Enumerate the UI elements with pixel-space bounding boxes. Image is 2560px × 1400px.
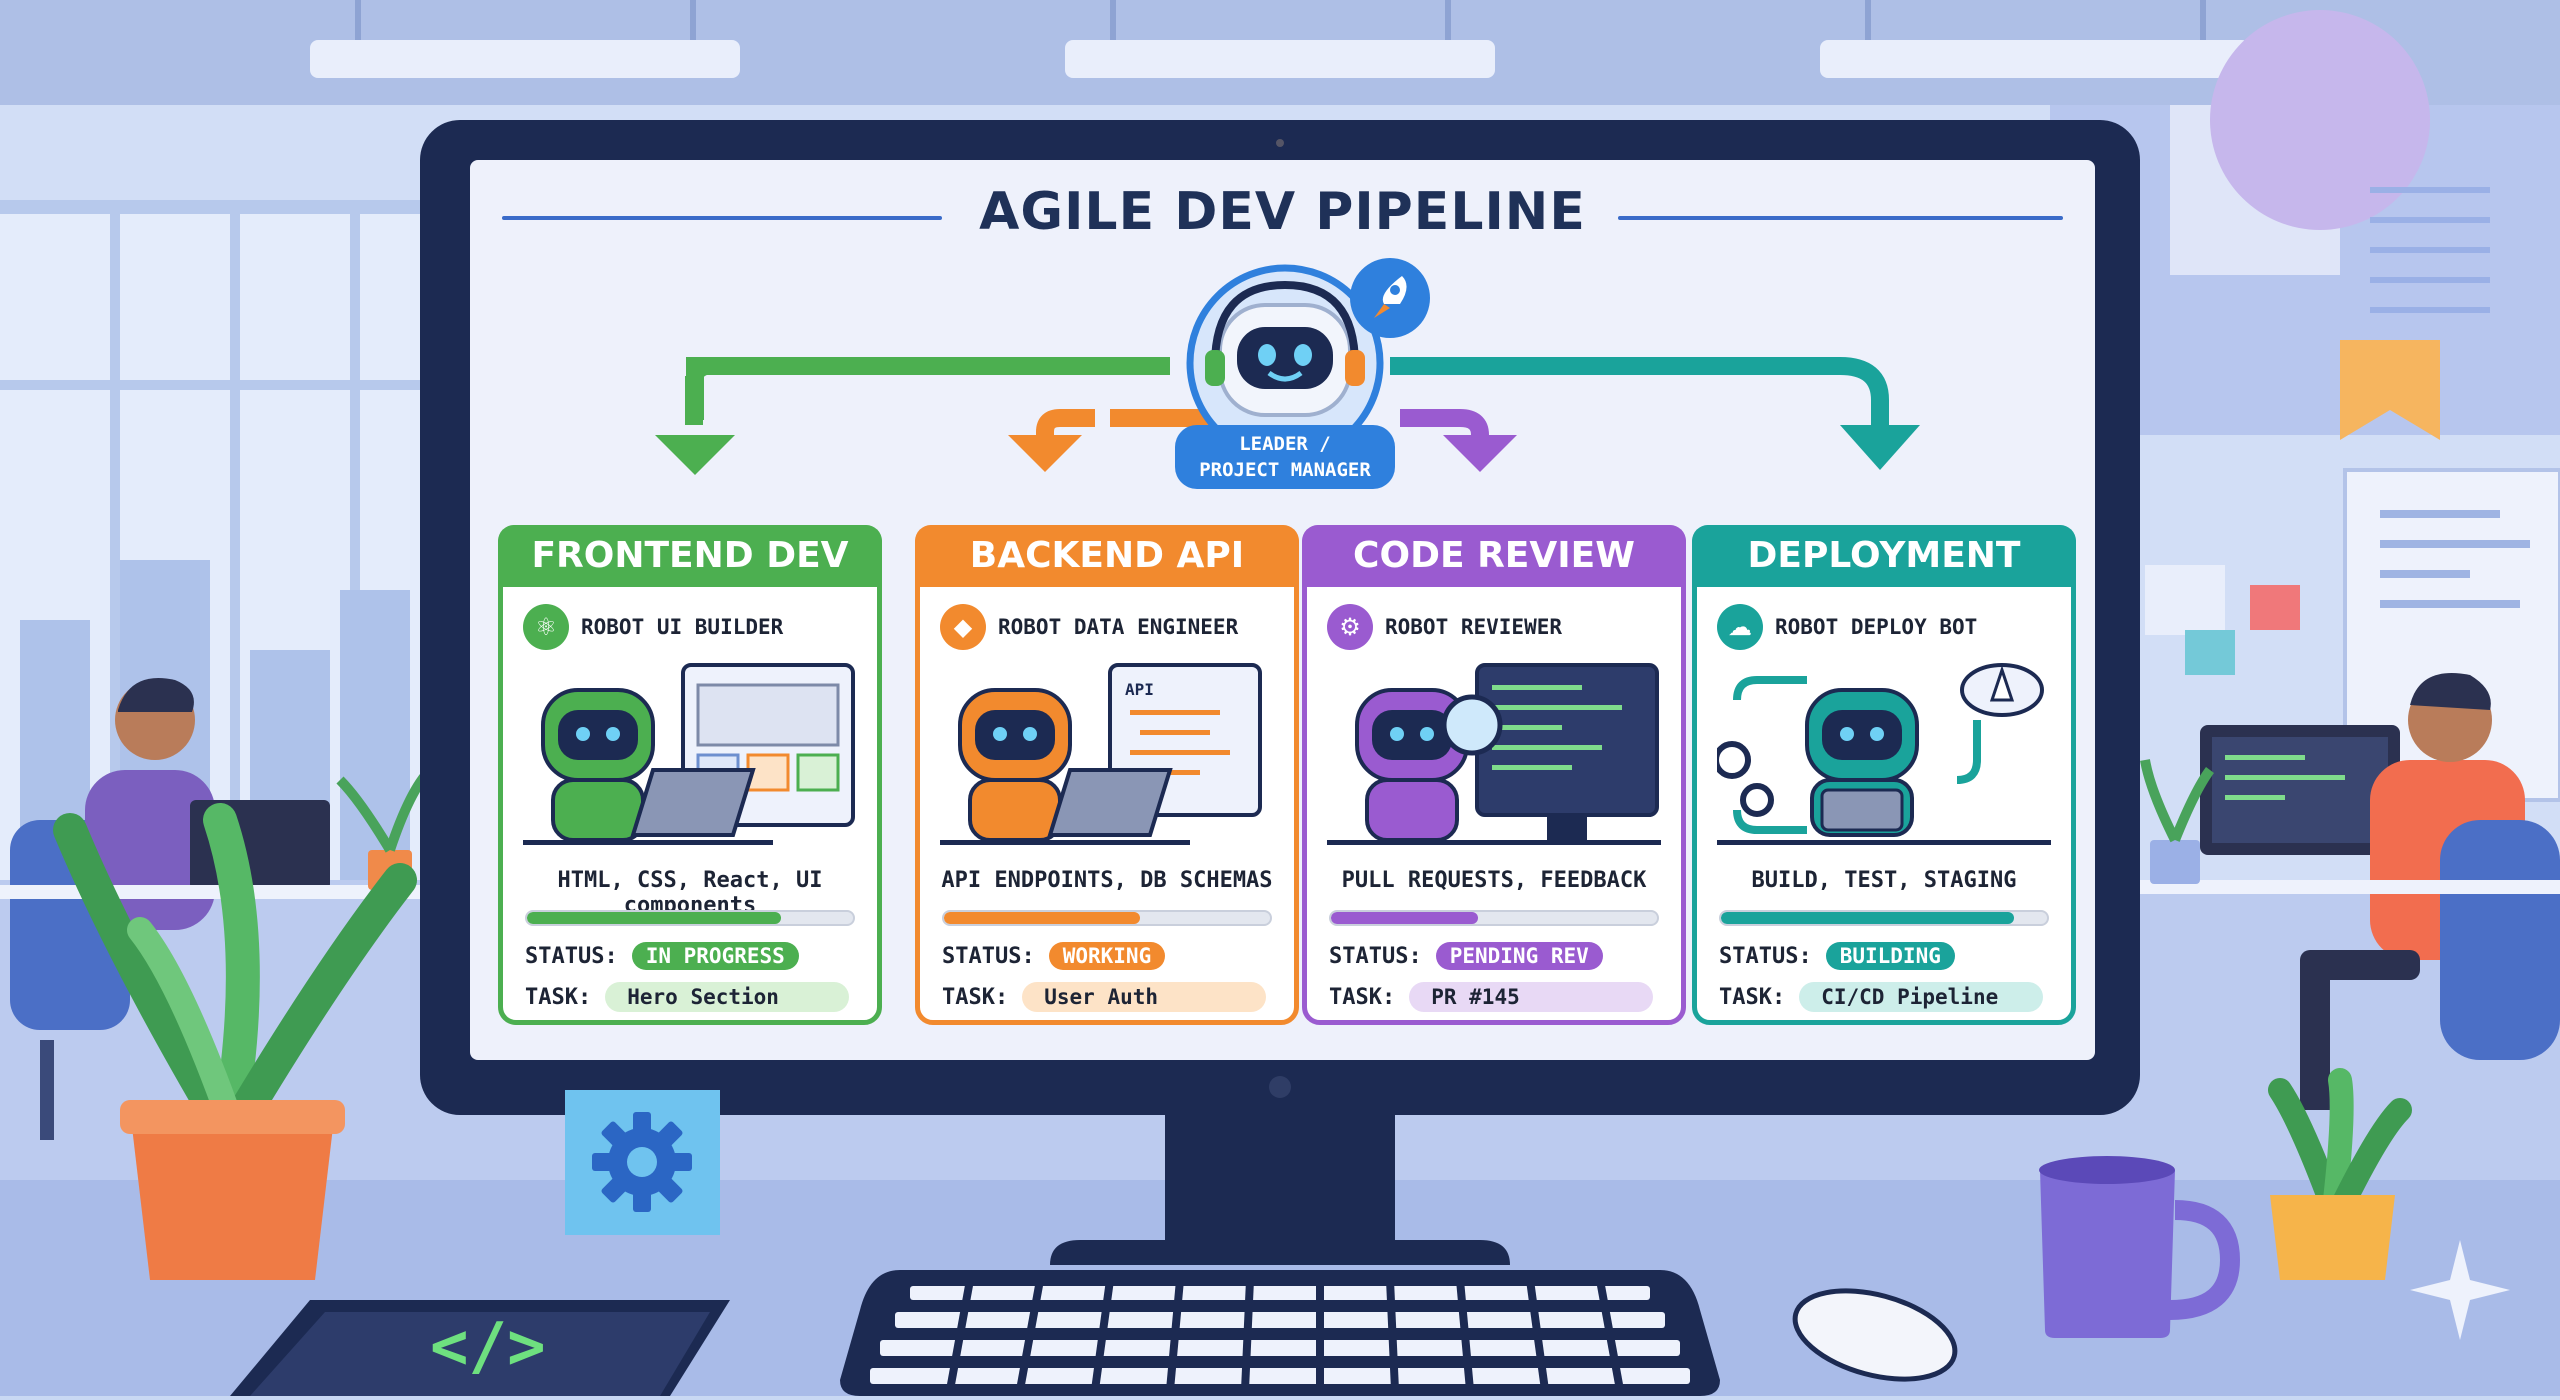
react-icon: ⚛ bbox=[523, 604, 569, 650]
progress-bar bbox=[525, 910, 855, 926]
gear-icon: ⚙ bbox=[1327, 604, 1373, 650]
task-label: TASK: bbox=[1329, 984, 1396, 1010]
status-badge: IN PROGRESS bbox=[631, 942, 799, 970]
task-pill: CI/CD Pipeline bbox=[1799, 982, 2044, 1012]
task-pill: Hero Section bbox=[605, 982, 850, 1012]
status-badge: BUILDING bbox=[1825, 942, 1955, 970]
card-description: BUILD, TEST, STAGING bbox=[1751, 868, 2017, 893]
potted-plant bbox=[53, 803, 417, 1280]
python-icon: ◆ bbox=[940, 604, 986, 650]
title-rule-right bbox=[1618, 216, 2063, 220]
role-label: ROBOT UI BUILDER bbox=[581, 615, 784, 639]
card-title: FRONTEND DEV bbox=[498, 525, 882, 587]
settings-sticky-note bbox=[565, 1090, 720, 1235]
task-label: TASK: bbox=[525, 984, 592, 1010]
progress-bar bbox=[942, 910, 1272, 926]
keyboard[interactable] bbox=[840, 1270, 1720, 1396]
ui-builder-robot-illustration bbox=[523, 663, 855, 845]
progress-fill bbox=[1721, 912, 2015, 924]
deploy-robot-illustration bbox=[1717, 663, 2051, 845]
coffee-mug bbox=[2039, 1156, 2241, 1338]
task-label: TASK: bbox=[942, 984, 1009, 1010]
task-pill: User Auth bbox=[1022, 982, 1267, 1012]
status-badge: PENDING REV bbox=[1435, 942, 1603, 970]
right-person bbox=[2200, 673, 2560, 1110]
card-frontend-dev[interactable]: FRONTEND DEV ⚛ ROBOT UI BUILDER HTML, CS… bbox=[498, 525, 882, 1025]
role-label: ROBOT DATA ENGINEER bbox=[998, 615, 1239, 639]
card-deployment[interactable]: DEPLOYMENT ☁ ROBOT DEPLOY BOT BUILD, TES… bbox=[1692, 525, 2076, 1025]
leader-label-line2: PROJECT MANAGER bbox=[1199, 459, 1371, 481]
ceiling-light bbox=[310, 40, 2250, 78]
card-code-review[interactable]: CODE REVIEW ⚙ ROBOT REVIEWER PULL REQUES… bbox=[1302, 525, 1686, 1025]
progress-bar bbox=[1329, 910, 1659, 926]
role-label: ROBOT REVIEWER bbox=[1385, 615, 1563, 639]
status-badge: WORKING bbox=[1048, 942, 1166, 970]
page-title: AGILE DEV PIPELINE bbox=[979, 182, 1586, 242]
leader-label-pill: LEADER / PROJECT MANAGER bbox=[1175, 425, 1395, 489]
title-rule-left bbox=[502, 216, 942, 220]
gear-icon bbox=[592, 1112, 692, 1212]
card-description: PULL REQUESTS, FEEDBACK bbox=[1341, 868, 1647, 893]
progress-fill bbox=[527, 912, 782, 924]
pipeline-screen: AGILE DEV PIPELINE LEADER / PROJE bbox=[470, 160, 2095, 1060]
card-title: DEPLOYMENT bbox=[1692, 525, 2076, 587]
card-backend-api[interactable]: BACKEND API ◆ ROBOT DATA ENGINEER API AP… bbox=[915, 525, 1299, 1025]
status-label: STATUS: bbox=[525, 943, 618, 969]
card-description: API ENDPOINTS, DB SCHEMAS bbox=[941, 868, 1273, 893]
leader-label-line1: LEADER / bbox=[1239, 433, 1331, 455]
card-title: BACKEND API bbox=[915, 525, 1299, 587]
tablet[interactable]: </> bbox=[230, 1300, 730, 1396]
api-label: API bbox=[1125, 680, 1154, 699]
leader-node[interactable]: LEADER / PROJECT MANAGER bbox=[1165, 255, 1405, 495]
cloud-upload-icon: ☁ bbox=[1717, 604, 1763, 650]
rocket-icon bbox=[1374, 276, 1407, 318]
code-icon: </> bbox=[430, 1310, 546, 1384]
mouse[interactable] bbox=[1790, 1285, 1960, 1385]
task-label: TASK: bbox=[1719, 984, 1786, 1010]
progress-bar bbox=[1719, 910, 2049, 926]
reviewer-robot-illustration bbox=[1327, 663, 1661, 845]
task-pill: PR #145 bbox=[1409, 982, 1654, 1012]
progress-fill bbox=[1331, 912, 1478, 924]
status-label: STATUS: bbox=[942, 943, 1035, 969]
status-label: STATUS: bbox=[1329, 943, 1422, 969]
data-engineer-robot-illustration: API bbox=[940, 663, 1262, 845]
progress-fill bbox=[944, 912, 1140, 924]
card-title: CODE REVIEW bbox=[1302, 525, 1686, 587]
status-label: STATUS: bbox=[1719, 943, 1812, 969]
rocket-badge bbox=[1350, 258, 1430, 338]
role-label: ROBOT DEPLOY BOT bbox=[1775, 615, 1978, 639]
